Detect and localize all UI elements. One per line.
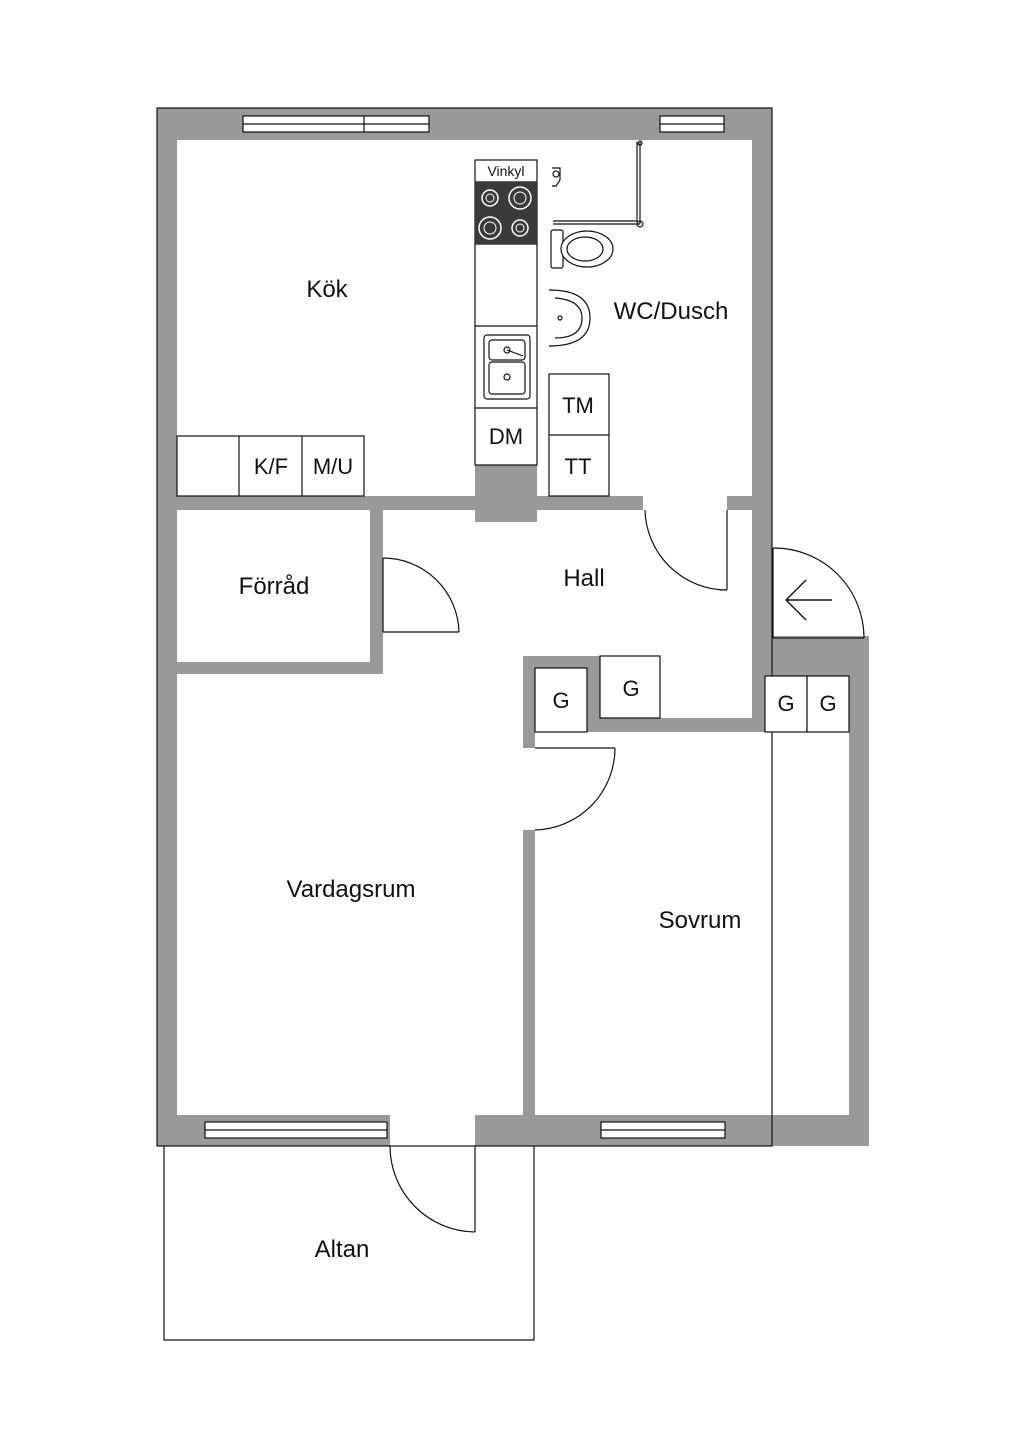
label-bathroom: WC/Dusch — [614, 298, 729, 325]
doors — [382, 509, 865, 1233]
label-hall: Hall — [563, 565, 604, 592]
label-wardrobe-1: G — [552, 688, 569, 713]
label-bedroom: Sovrum — [659, 907, 742, 934]
windows — [204, 115, 726, 1139]
toilet-icon — [550, 229, 614, 269]
door-entrance — [772, 547, 865, 639]
entrance-arrow-icon — [785, 579, 832, 621]
door-living — [534, 747, 616, 831]
door-bathroom — [644, 509, 728, 591]
outlines — [156, 107, 773, 1147]
wall-details — [177, 465, 869, 1146]
label-kf: K/F — [254, 454, 288, 479]
label-vinkyl: Vinkyl — [487, 163, 524, 179]
label-storage: Förråd — [239, 573, 310, 600]
label-terrace: Altan — [315, 1236, 370, 1263]
bathroom-fixtures — [548, 373, 610, 497]
label-living-room: Vardagsrum — [287, 876, 416, 903]
sink-icon — [483, 334, 531, 400]
label-wardrobe-3: G — [777, 691, 794, 716]
wardrobe-3 — [764, 675, 808, 733]
label-dm: DM — [489, 424, 523, 449]
fixture-labels: Vinkyl K/F M/U DM TM TT G G G G — [254, 163, 837, 716]
wardrobes — [534, 655, 850, 733]
label-wardrobe-4: G — [819, 691, 836, 716]
wardrobe-2 — [599, 655, 661, 719]
door-storage — [382, 557, 460, 633]
label-wardrobe-2: G — [622, 676, 639, 701]
label-tt: TT — [565, 454, 592, 479]
door-terrace — [389, 1145, 476, 1233]
room-labels: Kök WC/Dusch Förråd Hall Vardagsrum Sovr… — [239, 276, 742, 1263]
terrace — [163, 1146, 535, 1341]
label-tm: TM — [562, 393, 594, 418]
hob-icon — [475, 182, 537, 244]
wardrobe-1 — [534, 667, 588, 733]
shower-icon — [552, 140, 644, 228]
washbasin-icon — [548, 289, 591, 347]
label-kitchen: Kök — [306, 276, 348, 303]
label-mu: M/U — [313, 454, 353, 479]
wardrobe-4 — [806, 675, 850, 733]
